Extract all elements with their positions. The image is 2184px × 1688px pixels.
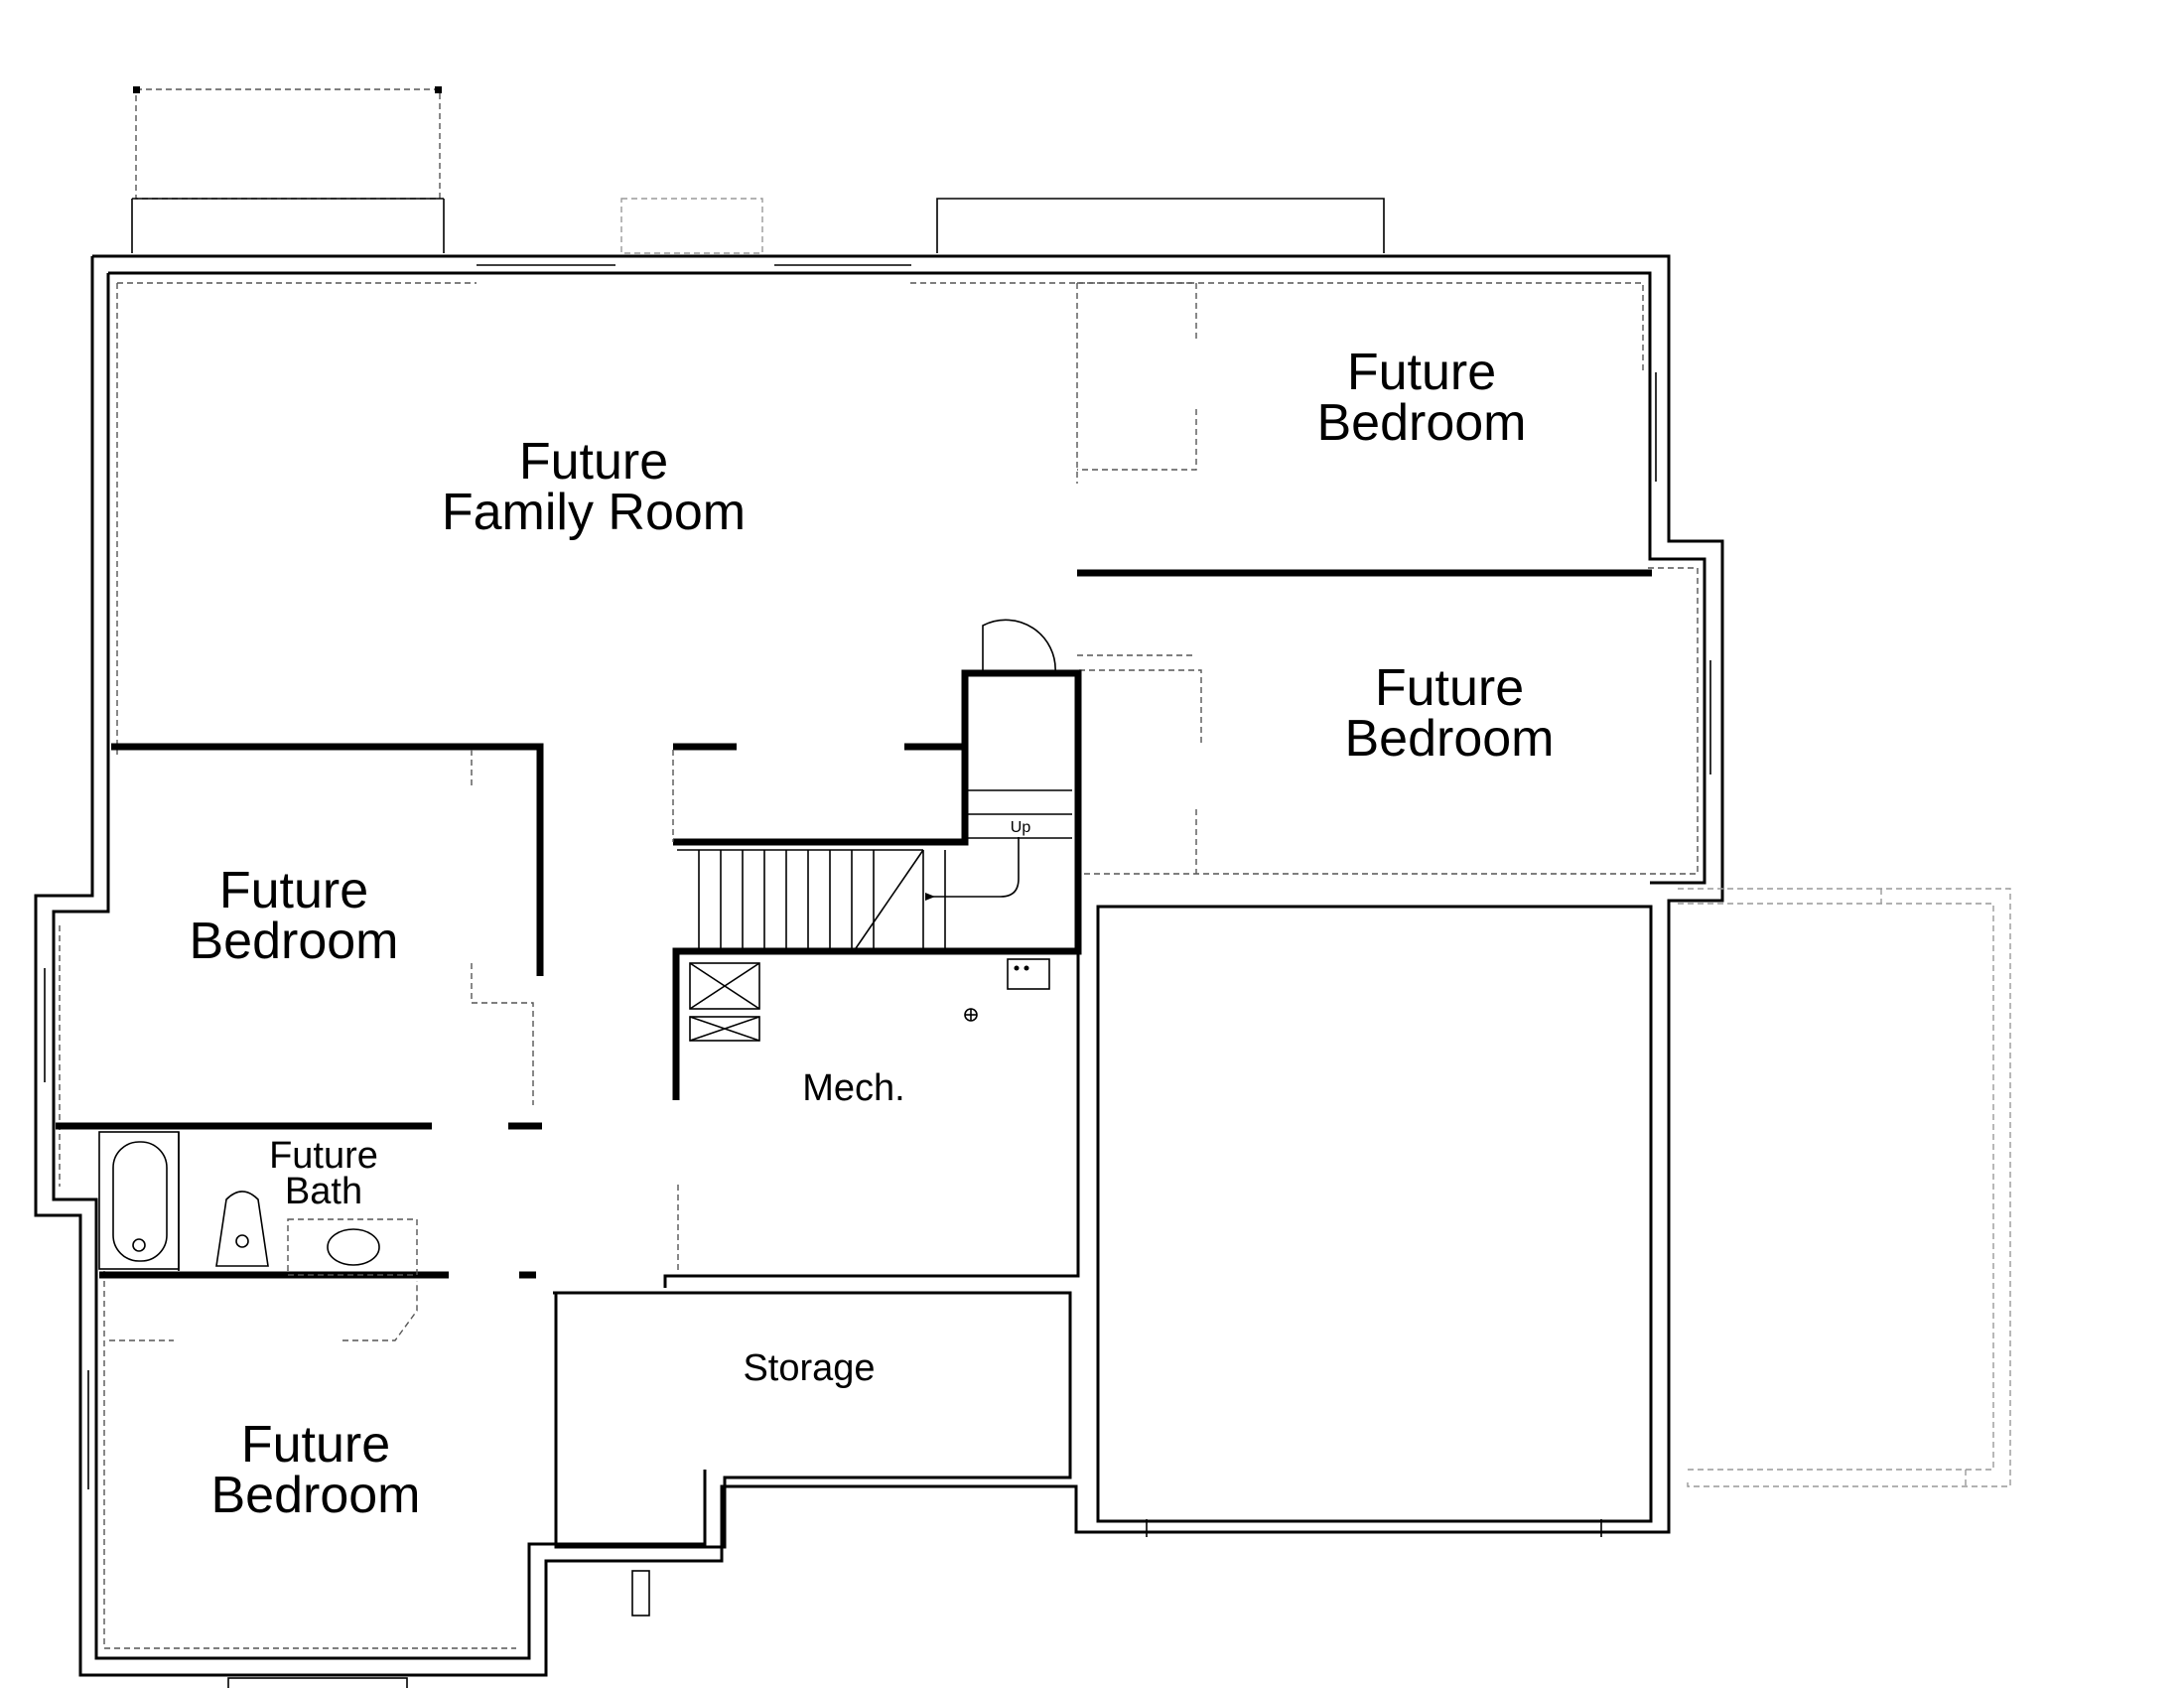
bedroom-mid-right-label-line1: Future	[1375, 659, 1524, 717]
storage-label: Storage	[743, 1347, 875, 1389]
bedroom-partials	[109, 1281, 418, 1688]
garage	[1096, 888, 2011, 1537]
storage-room	[553, 1291, 1072, 1617]
mech-room	[663, 951, 1080, 1288]
bedroom-top-right-label-line1: Future	[1347, 344, 1496, 401]
family-room-label-line1: Future	[519, 433, 668, 491]
exterior-walls	[34, 254, 1724, 1677]
top-projections	[131, 86, 1385, 254]
bedroom-top-right-label-line2: Bedroom	[1317, 394, 1527, 452]
bath-fixtures	[98, 1131, 418, 1276]
bedroom-bottom-left-label-line1: Future	[241, 1416, 390, 1474]
bedroom-left-label-line1: Future	[219, 862, 368, 919]
interior-walls	[56, 569, 1652, 1279]
bedroom-bottom-left-label-line2: Bedroom	[211, 1467, 421, 1524]
family-room-label-line2: Family Room	[442, 484, 746, 541]
partial-walls	[471, 750, 679, 1271]
bath-label-line1: Future	[269, 1135, 378, 1177]
bedroom-left-label-line2: Bedroom	[190, 913, 399, 970]
mech-label: Mech.	[802, 1067, 904, 1109]
room-labels: Future Family Room Future Bedroom Future…	[190, 344, 1555, 1524]
windows	[44, 264, 1711, 1489]
bedroom-mid-right-label-line2: Bedroom	[1345, 710, 1555, 768]
bath-label-line2: Bath	[285, 1171, 362, 1212]
stairs-up-label: Up	[1011, 819, 1031, 836]
door-swing	[982, 619, 1056, 674]
stairs: Up	[677, 789, 1072, 952]
